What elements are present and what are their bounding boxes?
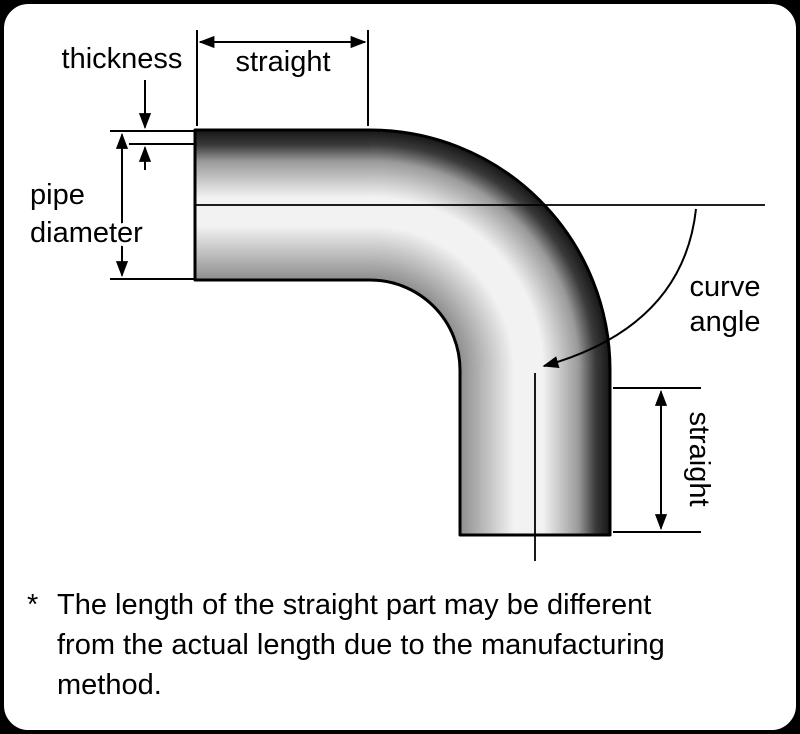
pipe-diameter-label-line2: diameter — [30, 217, 143, 249]
footnote-line2: from the actual length due to the manufa… — [57, 629, 665, 661]
pipe-diameter-label-line1: pipe — [30, 179, 85, 211]
footnote-line3: method. — [57, 669, 162, 701]
straight-top-label: straight — [235, 46, 330, 78]
curve-angle-label-line1: curve — [690, 271, 761, 303]
pipe-diameter-dimension — [110, 132, 194, 280]
curve-angle-label-line2: angle — [690, 306, 761, 338]
curve-angle-arc — [542, 208, 697, 368]
thickness-dimension — [110, 80, 194, 170]
footnote-marker: * — [27, 589, 38, 621]
pipe-bend-section — [370, 130, 610, 370]
straight-right-dimension — [613, 387, 701, 533]
footnote: * The length of the straight part may be… — [27, 589, 665, 701]
straight-top-dimension — [196, 30, 369, 126]
thickness-label: thickness — [62, 43, 183, 75]
pipe-outline — [193, 128, 612, 537]
footnote-line1: The length of the straight part may be d… — [57, 589, 651, 621]
straight-right-label: straight — [683, 411, 715, 506]
